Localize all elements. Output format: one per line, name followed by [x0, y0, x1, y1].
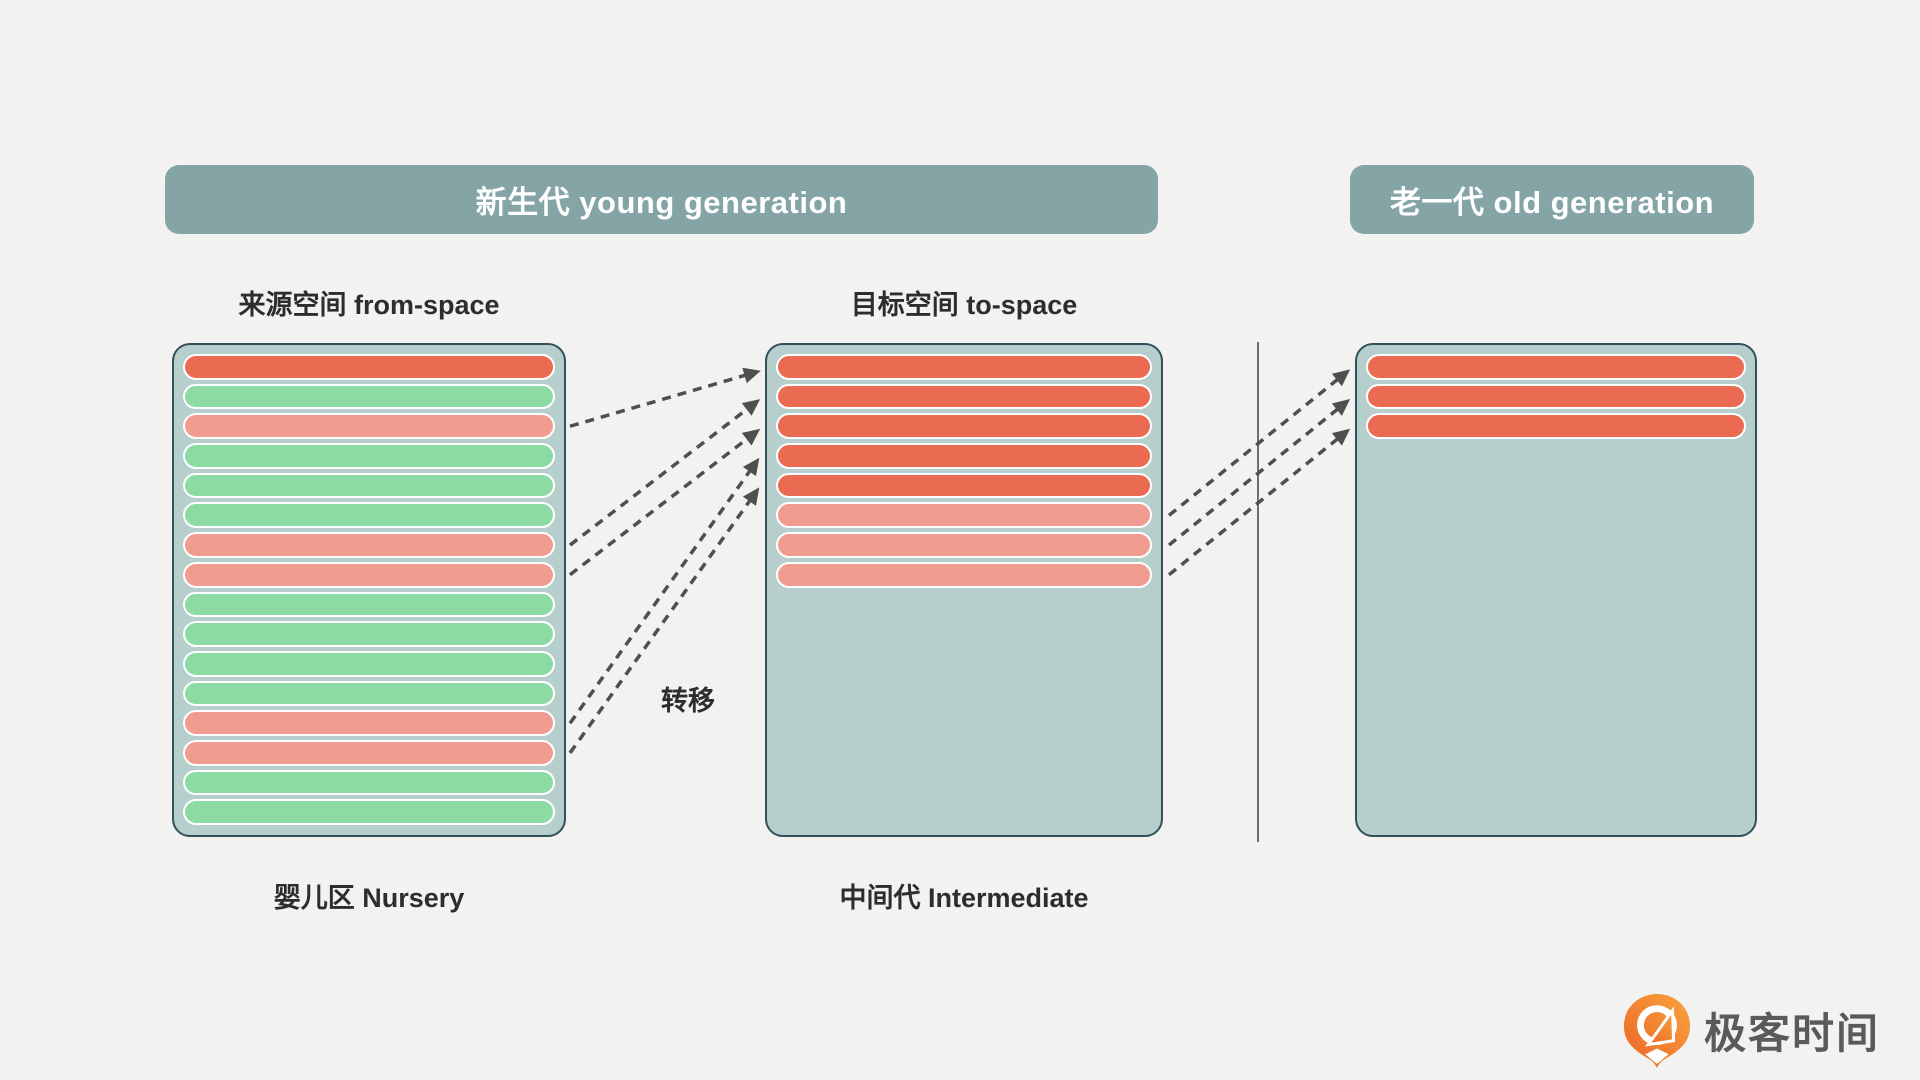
nursery-label: 婴儿区 Nursery: [273, 883, 465, 913]
memory-object-bar-green: [183, 383, 555, 410]
memory-object-bar-green: [183, 591, 555, 618]
memory-object-bar-green: [183, 799, 555, 825]
memory-object-bar-salmon: [183, 739, 555, 766]
transfer-arrow: [568, 428, 761, 577]
memory-object-bar-green: [183, 621, 555, 647]
transfer-label: 转移: [661, 686, 715, 716]
memory-object-bar-green: [183, 650, 555, 677]
geektime-logo-text: 极客时间: [1703, 1009, 1880, 1057]
young-generation-header: 新生代 young generation: [165, 165, 1158, 234]
memory-object-bar-red: [776, 443, 1152, 469]
intermediate-label: 中间代 Intermediate: [839, 883, 1089, 913]
memory-object-bar-salmon: [776, 561, 1152, 588]
memory-object-bar-red: [1366, 413, 1746, 440]
memory-object-bar-red: [776, 354, 1152, 380]
memory-object-bar-green: [183, 472, 555, 499]
memory-object-bar-salmon: [183, 413, 555, 440]
memory-object-bar-red: [1366, 383, 1746, 410]
old-generation-title: 老一代 old generation: [1389, 185, 1715, 220]
memory-object-bar-salmon: [183, 710, 555, 736]
memory-object-bar-red: [1366, 354, 1746, 380]
geektime-logo: 极客时间: [1622, 992, 1880, 1068]
memory-object-bar-red: [776, 383, 1152, 410]
memory-object-bar-red: [776, 472, 1152, 499]
generation-divider-line: [1257, 342, 1259, 842]
memory-object-bar-salmon: [183, 532, 555, 558]
young-generation-title: 新生代 young generation: [475, 185, 848, 220]
from-space-label: 来源空间 from-space: [238, 290, 500, 320]
memory-object-bar-salmon: [183, 561, 555, 588]
memory-object-bar-red: [183, 354, 555, 380]
to-space-label: 目标空间 to-space: [850, 290, 1078, 320]
transfer-arrow: [568, 399, 761, 547]
memory-object-bar-salmon: [776, 532, 1152, 558]
memory-object-bar-red: [776, 413, 1152, 440]
old-generation-header: 老一代 old generation: [1350, 165, 1754, 234]
memory-object-bar-green: [183, 680, 555, 707]
memory-object-bar-salmon: [776, 502, 1152, 529]
to-space-container: [765, 343, 1163, 837]
memory-object-bar-green: [183, 443, 555, 469]
transfer-arrow: [569, 367, 761, 428]
from-space-container: [172, 343, 566, 837]
memory-object-bar-green: [183, 502, 555, 529]
old-generation-container: [1355, 343, 1757, 837]
memory-object-bar-green: [183, 769, 555, 796]
geektime-logo-icon: [1623, 994, 1691, 1068]
